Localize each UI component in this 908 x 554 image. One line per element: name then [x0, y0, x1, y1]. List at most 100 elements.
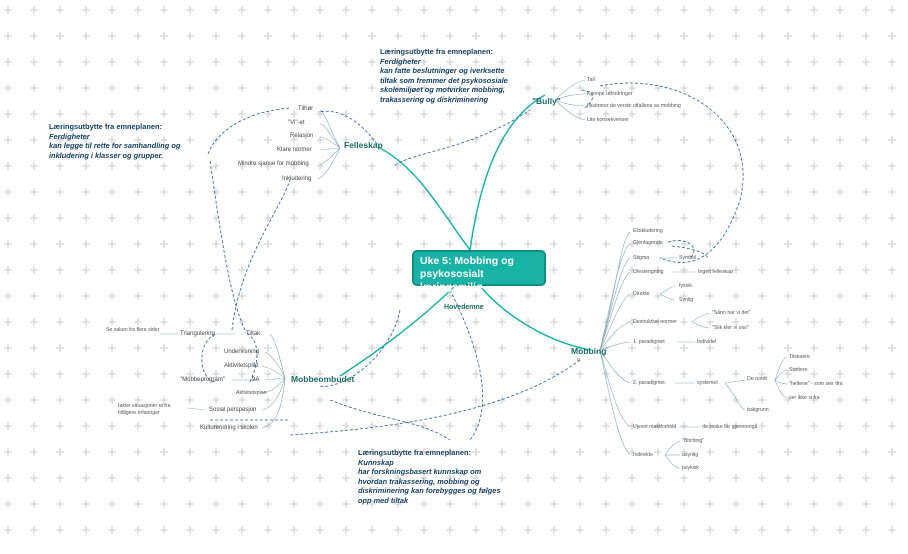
plus-pattern-mark — [212, 162, 220, 170]
plus-pattern-mark — [290, 448, 298, 456]
mobbing-item[interactable]: Indirekte — [633, 452, 653, 458]
note-bottom[interactable]: Læringsutbytte fra emneplanen: Kunnskap … — [358, 448, 501, 505]
branch-bully[interactable]: "Bully" — [532, 96, 561, 106]
plus-pattern-mark — [732, 188, 740, 196]
plus-pattern-mark — [654, 84, 662, 92]
individet-node[interactable]: Individet — [697, 339, 717, 345]
systemet-node[interactable]: systemet — [697, 380, 718, 386]
plus-pattern-mark — [810, 422, 818, 430]
fysisk-node[interactable]: fysisk — [679, 283, 692, 289]
mobbing-item[interactable]: 2. paradigmet — [633, 380, 665, 386]
felleskap-item[interactable]: Klare normer — [277, 147, 312, 153]
plus-pattern-mark — [706, 266, 714, 274]
felleskap-item[interactable]: Tilhør — [298, 106, 314, 112]
ser-ikke-node[interactable]: ser ikke si fra — [789, 395, 820, 401]
synlig-node[interactable]: Synlig — [679, 297, 694, 303]
plus-pattern-mark — [212, 240, 220, 248]
plus-pattern-mark — [628, 214, 636, 222]
de-svake-node[interactable]: de svake får gjennomgå — [702, 424, 758, 430]
plus-pattern-mark — [446, 448, 454, 456]
note-top[interactable]: Læringsutbytte fra emneplanen: Ferdighet… — [380, 47, 508, 104]
plus-pattern-mark — [316, 292, 324, 300]
usynlig-node[interactable]: usynlig — [682, 452, 699, 458]
felleskap-item[interactable]: Relasjon — [290, 133, 314, 139]
felleskap-item[interactable]: Mindre sjanse for mobbing — [238, 161, 309, 167]
de-rundt-node[interactable]: De rundt — [747, 376, 767, 382]
bakgrunn-node[interactable]: bakgrunn — [747, 407, 769, 413]
plus-pattern-mark — [680, 448, 688, 456]
mobbing-item[interactable]: 1. paradigmet — [633, 339, 665, 345]
plus-pattern-mark — [394, 240, 402, 248]
plus-pattern-mark — [888, 162, 896, 170]
plus-pattern-mark — [836, 422, 844, 430]
plus-pattern-mark — [4, 6, 12, 14]
mobbeombudet-item[interactable]: Undervisning — [224, 349, 260, 355]
mobbeombudet-item[interactable]: Aktivitetsplikt — [224, 363, 259, 369]
mobbeombudet-item[interactable]: Tiltak — [246, 331, 261, 337]
felleskap-item[interactable]: Inkludering — [282, 176, 312, 182]
ingen-felleskap-node[interactable]: Ingen felleskap — [698, 269, 733, 275]
note-left[interactable]: Læringsutbytte fra emneplanen: Ferdighet… — [49, 122, 180, 160]
normer-node[interactable]: "Slik kler vi oss" — [712, 325, 749, 331]
plus-pattern-mark — [160, 266, 168, 274]
symbol-node[interactable]: Symbol — [679, 255, 697, 261]
plus-pattern-mark — [810, 240, 818, 248]
mobbing-item[interactable]: Stigma — [633, 255, 650, 261]
plus-pattern-mark — [394, 474, 402, 482]
psykisk-node[interactable]: psykisk — [682, 465, 700, 471]
plus-pattern-mark — [706, 396, 714, 404]
mobbeprogram-node[interactable]: "Mobbeprogram" — [180, 377, 225, 383]
plus-pattern-mark — [576, 240, 584, 248]
plus-pattern-mark — [30, 448, 38, 456]
plus-pattern-mark — [810, 110, 818, 118]
heltene-node[interactable]: "heltene" - som sier ifra — [789, 381, 843, 387]
mobbing-item[interactable]: Ekskludering — [633, 228, 663, 234]
plus-pattern-mark — [446, 136, 454, 144]
plus-pattern-mark — [290, 6, 298, 14]
triangulering-node[interactable]: Triangulering — [180, 331, 215, 337]
mobbing-item[interactable]: Utestengning — [633, 269, 664, 275]
normer-node[interactable]: "Sånn har vi det" — [712, 310, 751, 316]
bully-item[interactable]: Illustrerer de verste utfallene av mobbi… — [587, 103, 681, 109]
plus-pattern-mark — [498, 162, 506, 170]
central-topic[interactable]: Uke 5: Mobbing og psykososialt læringsmi… — [412, 250, 546, 293]
plus-pattern-mark — [654, 240, 662, 248]
plus-pattern-mark — [862, 266, 870, 274]
mobbing-item[interactable]: Ujevnt maktforhold — [633, 424, 677, 430]
branch-felleskap[interactable]: Felleskap — [344, 140, 383, 150]
plus-pattern-mark — [576, 32, 584, 40]
note-sub: Kunnskap — [358, 457, 394, 467]
plus-pattern-mark — [342, 396, 350, 404]
tilskuere-node[interactable]: Tilskuere — [789, 354, 810, 360]
mobbing-item[interactable]: Destruktive normer — [633, 319, 677, 325]
plus-pattern-mark — [108, 32, 116, 40]
mobbeombudet-item[interactable]: Kulturendring i skolen — [200, 425, 258, 431]
mobbeombudet-item[interactable]: 9A — [252, 377, 260, 383]
plus-pattern-mark — [238, 474, 246, 482]
branch-mobbeombudet[interactable]: Mobbeombudet — [291, 374, 355, 384]
note-line: kan fatte beslutninger og iverksette — [380, 66, 505, 75]
bully-item[interactable]: Tall — [587, 77, 595, 83]
bully-item[interactable]: Lite konsekvenser — [587, 117, 629, 123]
plus-pattern-mark — [680, 162, 688, 170]
plus-pattern-mark — [264, 188, 272, 196]
mobbing-item[interactable]: Direkte — [633, 291, 650, 297]
plus-pattern-mark — [82, 266, 90, 274]
plus-pattern-mark — [212, 396, 220, 404]
plus-pattern-mark — [472, 240, 480, 248]
plus-pattern-mark — [394, 58, 402, 66]
mobbeombudet-item[interactable]: Sosial perspesjon — [209, 407, 257, 413]
plus-pattern-mark — [290, 318, 298, 326]
triangulering-note: Se saken fra flere sider — [106, 327, 160, 333]
stottere-node[interactable]: Støttere — [789, 367, 808, 373]
branch-mobbing[interactable]: Mobbing — [571, 346, 607, 356]
plus-pattern-mark — [82, 188, 90, 196]
plus-pattern-mark — [264, 58, 272, 66]
mobbing-item[interactable]: Gjentagende — [633, 240, 663, 246]
plus-pattern-mark — [706, 58, 714, 66]
bully-item[interactable]: Kjempe utfordringer — [587, 91, 633, 97]
plus-pattern-mark — [108, 58, 116, 66]
felleskap-item[interactable]: "Vi"-et — [288, 120, 305, 126]
mobbeombudet-item[interactable]: Aktivitetsplan — [236, 390, 267, 396]
bitching-node[interactable]: "Bitching" — [682, 438, 705, 444]
